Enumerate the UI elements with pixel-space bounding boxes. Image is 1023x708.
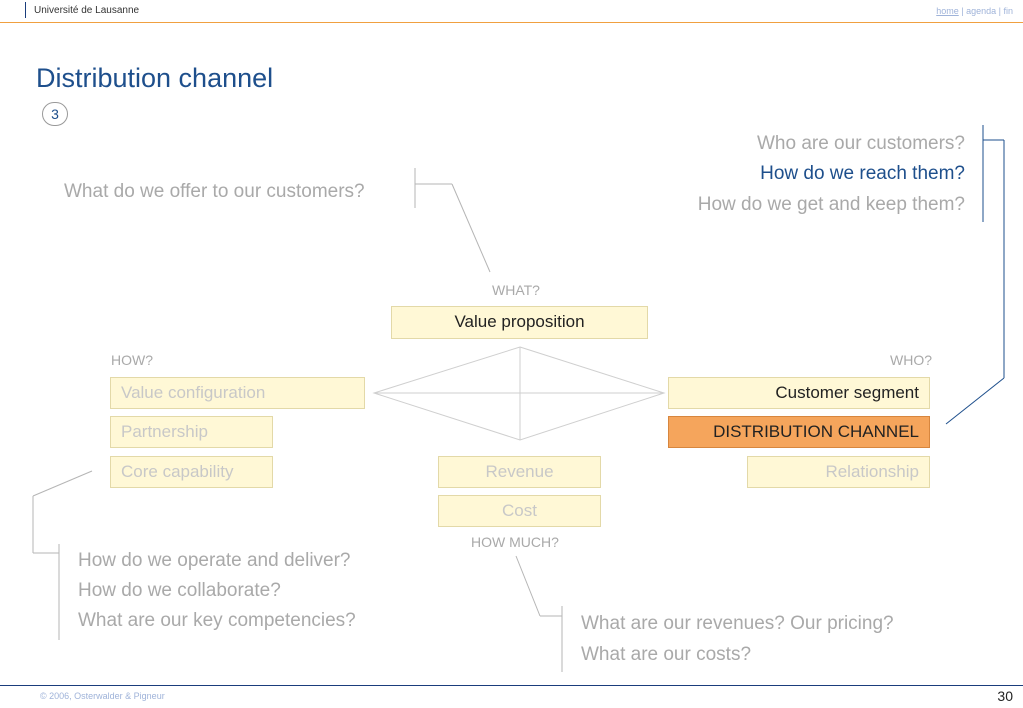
how-much-connector: [515, 555, 563, 672]
how-much-question-1: What are our revenues? Our pricing?: [581, 613, 894, 634]
how-much-label: HOW MUCH?: [471, 534, 559, 550]
page-number: 30: [997, 688, 1013, 704]
cost-block[interactable]: Cost: [438, 495, 601, 527]
relationship-block[interactable]: Relationship: [747, 456, 930, 488]
how-question-3: What are our key competencies?: [78, 610, 356, 631]
slide-title: Distribution channel: [36, 63, 274, 93]
top-nav: home | agenda | fin: [936, 6, 1013, 16]
step-badge: 3: [42, 102, 68, 126]
value-configuration-block[interactable]: Value configuration: [110, 377, 365, 409]
what-label: WHAT?: [492, 282, 540, 298]
value-proposition-block[interactable]: Value proposition: [391, 306, 648, 339]
partnership-block[interactable]: Partnership: [110, 416, 273, 448]
what-connector: [414, 168, 491, 273]
who-connector: [945, 125, 1005, 425]
how-question-1: How do we operate and deliver?: [78, 550, 351, 571]
nav-agenda-link[interactable]: agenda: [966, 6, 997, 16]
nav-separator: |: [958, 6, 967, 16]
copyright-text: © 2006, Osterwalder & Pigneur: [40, 691, 165, 701]
distribution-channel-block[interactable]: DISTRIBUTION CHANNEL: [668, 416, 930, 448]
nav-fin-link[interactable]: fin: [1003, 6, 1013, 16]
how-question-2: How do we collaborate?: [78, 580, 281, 601]
nav-home-link[interactable]: home: [936, 6, 959, 16]
who-question-3: How do we get and keep them?: [697, 194, 965, 215]
header-bar: [0, 0, 1023, 23]
header-accent-line: [25, 2, 26, 18]
how-much-question-2: What are our costs?: [581, 644, 752, 665]
customer-segment-block[interactable]: Customer segment: [668, 377, 930, 409]
who-question-1: Who are our customers?: [756, 133, 965, 154]
who-label: WHO?: [890, 352, 932, 368]
how-label: HOW?: [111, 352, 153, 368]
nav-separator: |: [996, 6, 1004, 16]
revenue-block[interactable]: Revenue: [438, 456, 601, 488]
who-question-2: How do we reach them?: [760, 163, 965, 184]
footer-divider: [0, 685, 1023, 686]
core-capability-block[interactable]: Core capability: [110, 456, 273, 488]
what-question: What do we offer to our customers?: [64, 181, 365, 202]
center-diamond: [372, 346, 666, 441]
institution-name: Université de Lausanne: [34, 5, 140, 16]
how-connector: [32, 470, 93, 640]
